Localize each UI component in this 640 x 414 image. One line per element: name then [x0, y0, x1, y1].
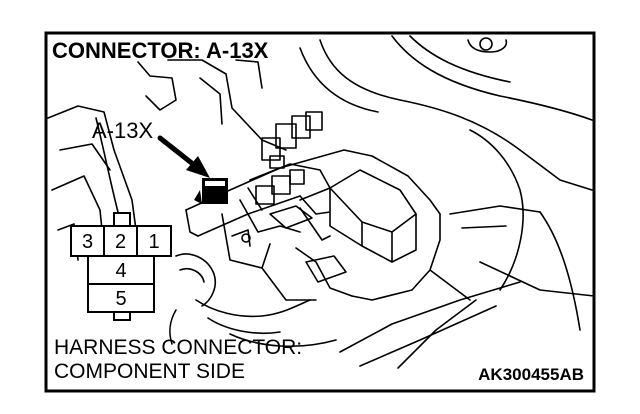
pin-label: 2 [115, 231, 126, 253]
pin-label: 5 [115, 288, 126, 310]
pin-label: 1 [148, 231, 159, 253]
figure-code: AK300455AB [478, 365, 584, 384]
pin-label: 4 [115, 260, 126, 282]
pin-labels: 3 2 1 4 5 [82, 231, 160, 310]
pin-label: 3 [82, 231, 93, 253]
caption-line-1: HARNESS CONNECTOR: [54, 336, 302, 359]
connector-title: CONNECTOR: A-13X [52, 38, 269, 63]
callout-label: A-13X [92, 118, 153, 143]
callout-arrow [157, 135, 210, 178]
pinout-body-top [70, 225, 172, 257]
connector-pinout [70, 212, 172, 321]
target-connector [194, 178, 228, 204]
diagram-frame [44, 31, 596, 393]
caption-line-2: COMPONENT SIDE [54, 360, 245, 383]
engine-bay-illustration [47, 35, 595, 369]
pinout-latch [113, 212, 131, 228]
pinout-tab [113, 311, 131, 321]
